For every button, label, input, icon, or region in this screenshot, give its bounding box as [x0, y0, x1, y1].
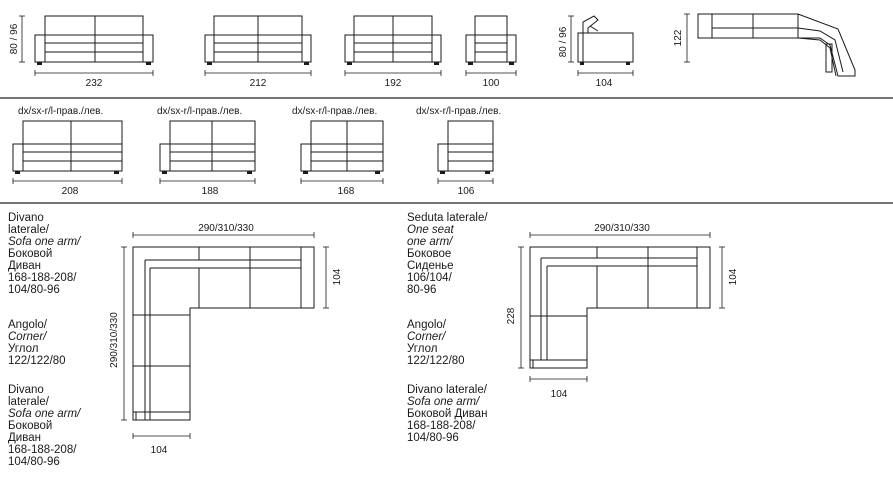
right-b3-l4: 168-188-208/	[407, 420, 476, 432]
dim-right-bottom: 104	[529, 376, 588, 400]
left-b2-l1: Angolo/	[8, 319, 48, 331]
right-b1-l3: one arm/	[407, 236, 453, 248]
corner-left-plan	[132, 246, 315, 421]
right-b3-l2: Sofa one arm/	[407, 396, 480, 408]
dim-212: 212	[204, 70, 312, 89]
right-b1-l2: One seat	[407, 224, 454, 236]
dim-label-right-right: 104	[728, 268, 739, 285]
sofa-208-front-view	[12, 120, 123, 174]
dim-label-100: 100	[483, 78, 500, 89]
side-note-1: dx/sx-r/l-прав./лев.	[18, 106, 103, 117]
sofa-side-view	[577, 15, 634, 65]
right-b1-l5: Сиденье	[407, 260, 454, 272]
dim-label-188: 188	[202, 186, 219, 197]
dim-right-right: 104	[719, 246, 739, 309]
dim-100: 100	[465, 70, 517, 89]
dim-height-sofa: 80 / 96	[9, 15, 25, 63]
right-b2-l4: 122/122/80	[407, 355, 465, 367]
corner-right-plan	[529, 246, 711, 369]
sofa-192-front-view	[344, 15, 442, 65]
side-note-4: dx/sx-r/l-прав./лев.	[416, 106, 501, 117]
side-note-3: dx/sx-r/l-прав./лев.	[292, 106, 377, 117]
left-b1-l2: laterale/	[8, 224, 49, 236]
left-b3-l7: 104/80-96	[8, 456, 60, 468]
sofa-212-front-view	[204, 15, 312, 65]
dim-label-106: 106	[458, 186, 475, 197]
left-b2-l3: Углол	[8, 343, 39, 355]
left-b1-l6: 168-188-208/	[8, 272, 77, 284]
left-b1-l7: 104/80-96	[8, 284, 60, 296]
dim-label-122: 122	[673, 29, 684, 46]
left-b2-l2: Corner/	[8, 331, 47, 343]
left-b2-l4: 122/122/80	[8, 355, 66, 367]
dim-122: 122	[673, 13, 690, 63]
armchair-100-front-view	[465, 15, 517, 65]
side-note-2: dx/sx-r/l-прав./лев.	[157, 106, 242, 117]
right-b1-l4: Боковое	[407, 248, 452, 260]
right-b1-l1: Seduta laterale/	[407, 212, 488, 224]
sofa-188-front-view	[159, 120, 256, 174]
right-b1-l7: 80-96	[407, 284, 437, 296]
dim-label-left-bottom: 104	[151, 445, 168, 456]
dim-left-side: 290/310/330	[109, 246, 127, 421]
left-b1-l3: Sofa one arm/	[8, 236, 81, 248]
dim-height-side: 80 / 96	[558, 15, 574, 63]
left-block-corner: Angolo/ Corner/ Углол 122/122/80	[8, 319, 66, 367]
right-b3-l3: Боковой Диван	[407, 408, 488, 420]
right-block-side-seat: Seduta laterale/ One seat one arm/ Боков…	[407, 212, 488, 296]
left-b3-l5: Диван	[8, 432, 41, 444]
dim-192: 192	[344, 70, 442, 89]
right-block-corner: Angolo/ Corner/ Углол 122/122/80	[407, 319, 465, 367]
sofa-232-front-view	[34, 15, 154, 65]
left-b3-l4: Боковой	[8, 420, 53, 432]
dim-label-height-80-96: 80 / 96	[9, 23, 20, 54]
dim-label-232: 232	[86, 78, 103, 89]
corner-sofa-top-view	[697, 13, 856, 77]
dim-label-right-side: 228	[506, 307, 517, 324]
dim-label-168: 168	[338, 186, 355, 197]
dim-label-left-side: 290/310/330	[109, 312, 120, 368]
right-b3-l5: 104/80-96	[407, 432, 459, 444]
left-b1-l1: Divano	[8, 212, 44, 224]
right-b2-l1: Angolo/	[407, 319, 447, 331]
sofa-168-front-view	[300, 120, 384, 174]
dim-left-top: 290/310/330	[132, 223, 315, 238]
right-b1-l6: 106/104/	[407, 272, 452, 284]
dim-label-left-top: 290/310/330	[198, 223, 254, 234]
dim-right-side: 228	[506, 246, 524, 369]
right-b3-l1: Divano laterale/	[407, 384, 487, 396]
dim-label-212: 212	[250, 78, 267, 89]
dim-left-bottom: 104	[132, 433, 191, 456]
left-block-side-sofa: Divano laterale/ Sofa one arm/ Боковой Д…	[8, 212, 80, 296]
left-b1-l5: Диван	[8, 260, 41, 272]
left-b3-l1: Divano	[8, 384, 44, 396]
left-b3-l6: 168-188-208/	[8, 444, 77, 456]
left-b1-l4: Боковой	[8, 248, 53, 260]
dim-left-right: 104	[323, 246, 343, 309]
dim-label-side-height: 80 / 96	[558, 26, 569, 57]
dim-label-left-right: 104	[332, 268, 343, 285]
dim-label-192: 192	[385, 78, 402, 89]
dim-232: 232	[34, 70, 154, 89]
right-b2-l2: Corner/	[407, 331, 446, 343]
seat-106-front-view	[437, 120, 494, 174]
dim-188: 188	[159, 178, 256, 197]
left-block-side-sofa-2: Divano laterale/ Sofa one arm/ Боковой Д…	[8, 384, 80, 468]
dim-label-right-top: 290/310/330	[594, 223, 650, 234]
dim-label-208: 208	[62, 186, 79, 197]
left-b3-l2: laterale/	[8, 396, 49, 408]
left-b3-l3: Sofa one arm/	[8, 408, 81, 420]
right-block-side-sofa: Divano laterale/ Sofa one arm/ Боковой Д…	[407, 384, 487, 444]
dim-label-right-bottom: 104	[551, 389, 568, 400]
dim-168: 168	[300, 178, 384, 197]
dim-106: 106	[437, 178, 494, 197]
dim-right-top: 290/310/330	[529, 223, 711, 238]
dim-label-104-side: 104	[596, 78, 613, 89]
right-b2-l3: Углол	[407, 343, 438, 355]
dim-104-side: 104	[577, 70, 634, 89]
dim-208: 208	[12, 178, 123, 197]
